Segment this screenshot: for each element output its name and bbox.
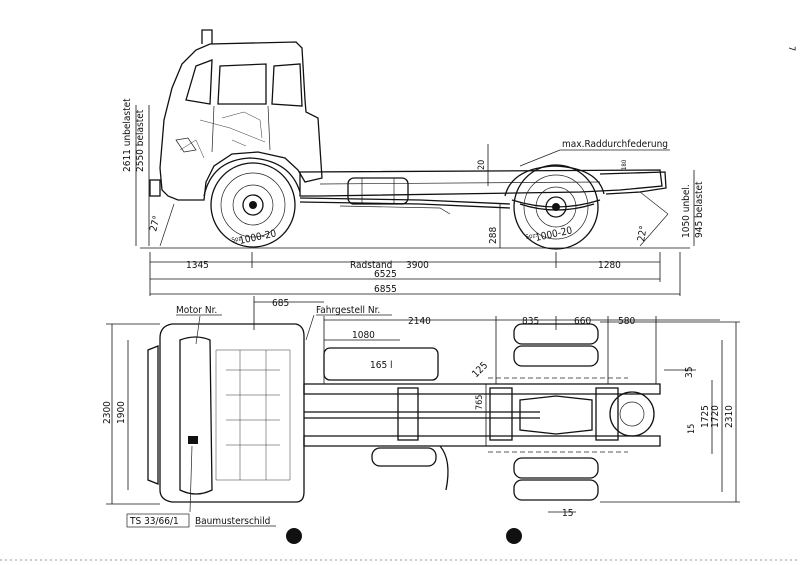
- dim-835: 835: [522, 316, 539, 327]
- towing-coupling: [609, 391, 655, 437]
- rear-wheel: [513, 164, 599, 250]
- dim-2300: 2300: [102, 401, 113, 424]
- model-code: TS 33/66/1: [129, 516, 179, 527]
- approach-angle: 27°: [148, 215, 163, 233]
- registration-dot-left: [286, 528, 302, 544]
- rear-load-laden: 945 belastet: [694, 181, 705, 238]
- travel-value: 20: [477, 160, 487, 170]
- ground-clearance: 288: [488, 227, 499, 244]
- dim-660: 660: [574, 316, 591, 327]
- page-number: 7: [786, 46, 796, 51]
- dim-2140: 2140: [408, 316, 431, 327]
- rear-axle-top: [519, 395, 593, 435]
- dim-wheelbase-label: Radstand: [350, 260, 392, 271]
- tyre-rear-prefix: Spz.: [525, 232, 538, 241]
- dim-35: 35: [684, 367, 695, 378]
- front-load-laden: 2550 belastet: [135, 109, 146, 172]
- registration-dot-right: [506, 528, 522, 544]
- dim-125: 125: [470, 360, 490, 380]
- dim-685: 685: [272, 298, 289, 309]
- rear-springs-top: [488, 377, 628, 453]
- dim-1900: 1900: [116, 401, 127, 424]
- front-load-unladen: 2611 unbelastet: [122, 98, 133, 172]
- cab-window-front: [185, 59, 213, 105]
- fuel-tank-top: 165 l: [323, 347, 439, 381]
- frame-detail-line: [319, 181, 601, 185]
- dim-1080: 1080: [352, 330, 375, 341]
- rear-load-unladen: 1050 unbel.: [681, 184, 692, 238]
- cab-window-rear: [271, 63, 303, 107]
- dim-front-overhang: 1345: [186, 260, 209, 271]
- cross-members: [397, 387, 619, 441]
- rear-wheels-top-lower: [513, 457, 599, 501]
- rear-overhang-tail: [639, 191, 669, 215]
- rear-fender: [504, 165, 605, 197]
- drive-shaft-side: [299, 197, 511, 209]
- dim-15-bottom: 15: [562, 508, 573, 519]
- cab-step: [175, 137, 197, 153]
- rear-wheels-top-upper: [513, 323, 599, 367]
- small-value-label: 180: [621, 159, 628, 170]
- front-fender: [203, 157, 301, 197]
- cab-top-outline: [159, 323, 305, 503]
- dim-15-right: 15: [687, 424, 697, 434]
- dim-rear-overhang: 1280: [598, 260, 621, 271]
- engine-plate-marker: [188, 436, 198, 444]
- engine-label-leader: [195, 315, 201, 345]
- tyre-front-prefix: Spz.: [231, 235, 244, 244]
- exhaust-top: [439, 445, 449, 491]
- cab-door-line: [211, 105, 271, 153]
- front-wheel: [210, 162, 296, 248]
- cab-roof-lamp: [201, 29, 213, 44]
- tyre-rear-size: 1000-20: [534, 225, 573, 244]
- dim-1725: 1725: [700, 405, 711, 428]
- chassis-rails-top: [303, 383, 661, 447]
- tank-volume: 165 l: [370, 360, 393, 371]
- cab-interior-detail: [179, 111, 266, 159]
- drive-shaft-top: [304, 411, 540, 419]
- max-travel-label: max.Raddurchfederung: [562, 139, 668, 150]
- front-bumper: [149, 179, 161, 197]
- dim-1720: 1720: [710, 405, 721, 428]
- front-bumper-top: [147, 345, 159, 485]
- dim-overall-b: 6855: [374, 284, 397, 295]
- model-plate-label: Baumusterschild: [195, 516, 270, 527]
- windscreen-top: [179, 336, 213, 495]
- dim-765: 765: [475, 395, 485, 410]
- dim-580: 580: [618, 316, 635, 327]
- rear-frame-end: [599, 171, 667, 195]
- cab-outline: [159, 41, 323, 201]
- departure-angle: 22°: [636, 225, 650, 243]
- dim-wheelbase: 3900: [406, 260, 429, 271]
- dim-overall-a: 6525: [374, 269, 397, 280]
- air-tank-top: [371, 447, 437, 467]
- tyre-front-size: 1000-20: [238, 228, 277, 247]
- engine-number-label: Motor Nr.: [176, 305, 217, 316]
- side-view: 180 2611 unbelastet 2550 belastet 1050 u…: [122, 29, 705, 296]
- chassis-number-label: Fahrgestell Nr.: [316, 305, 380, 316]
- engine-detail-top: [215, 349, 291, 481]
- cab-window-side: [217, 63, 267, 105]
- top-view: 165 l Motor Nr. Fahrgestell Nr. TS 33/66…: [0, 296, 800, 561]
- exhaust-side: [339, 205, 451, 215]
- plate-label-leader: [189, 445, 193, 513]
- dim-2310: 2310: [724, 405, 735, 428]
